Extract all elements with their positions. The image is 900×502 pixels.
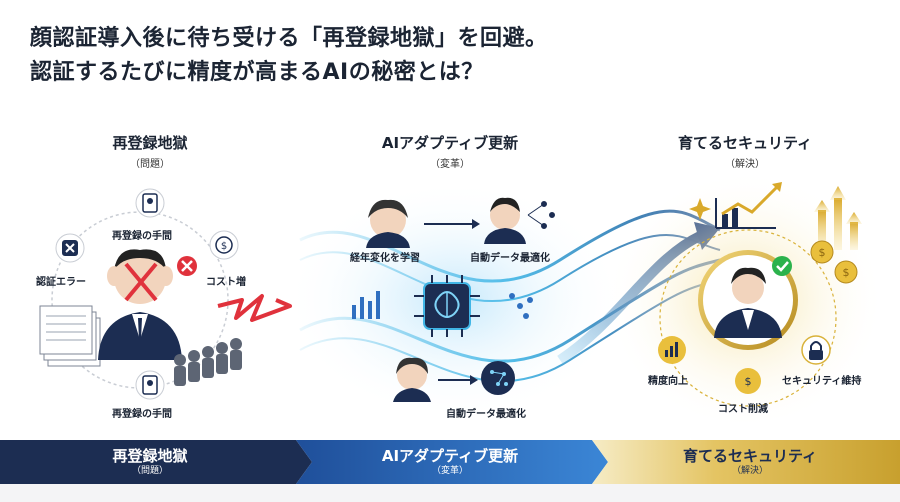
phase-change-sub: （変革） [431,466,468,476]
lightning-bolt-icon [217,294,292,322]
svg-text:$: $ [221,241,227,252]
ai-brain-chip-icon [414,275,480,337]
phase-problem-title: 再登録地獄 [112,447,188,465]
svg-text:$: $ [819,246,826,259]
label-aging-learning: 経年変化を学習 [350,253,420,264]
phase-change: AIアダプティブ更新 （変革） [300,440,600,484]
optimization-sphere-icon [481,361,515,395]
network-nodes-icon [527,201,555,229]
svg-text:$: $ [745,375,752,388]
change-title: AIアダプティブ更新 [381,134,519,152]
problem-subtitle: （問題） [130,159,170,170]
problem-title: 再登録地獄 [112,134,188,152]
id-card-icon-bottom [135,370,165,400]
phase-bar-background [0,440,900,484]
cost-reduction-badge-icon: $ [735,368,761,394]
gold-coins-icon: $ $ [810,240,858,284]
phase-solution: 育てるセキュリティ （解決） [600,440,900,484]
waiting-crowd-icon [174,338,242,386]
label-auth-error: 認証エラー [36,277,86,288]
label-cost-reduction: コスト削減 [718,404,768,415]
label-reregistration-top: 再登録の手間 [112,231,172,242]
data-dots-icon [509,293,533,319]
adaptive-ai-flow [285,180,721,420]
phase-change-title: AIアダプティブ更新 [381,447,519,465]
label-auto-optimization-top: 自動データ最適化 [470,253,550,264]
headline-line-2: 認証するたびに精度が高まるAIの秘密とは？ [30,60,484,85]
confident-businessman-avatar [698,250,798,350]
cost-coin-icon: $ [209,230,239,260]
older-woman-avatar [366,199,410,248]
label-auto-optimization-bottom: 自動データ最適化 [446,409,526,420]
phase-solution-sub: （解決） [731,466,768,476]
label-reregistration-bottom: 再登録の手間 [112,409,172,420]
trend-chart-icon [715,182,782,229]
data-bars-icon [352,291,380,319]
headline-line-1: 顔認証導入後に待ち受ける「再登録地獄」を回避。 [30,26,548,51]
gold-arrows-icon [814,186,862,250]
phase-bar: 再登録地獄 （問題） AIアダプティブ更新 （変革） 育てるセキュリティ （解決… [0,440,900,502]
red-x-badge-icon [177,256,197,276]
phase-problem: 再登録地獄 （問題） [0,440,300,484]
phase-problem-sub: （問題） [131,466,168,476]
label-cost-increase: コスト増 [206,277,246,288]
solution-title: 育てるセキュリティ [677,134,813,152]
woman-avatar [393,357,431,402]
problem-cycle: $ [39,188,292,400]
label-accuracy-improvement: 精度向上 [648,376,688,387]
svg-text:$: $ [843,266,850,279]
label-security-maintenance: セキュリティ維持 [782,376,862,387]
young-man-avatar [484,197,526,244]
verified-check-icon [772,256,792,276]
error-x-icon [55,233,85,263]
sparkle-icon [689,198,711,220]
footer-strip [0,484,900,502]
document-stack-icon [39,305,101,367]
solution-cycle: $ $ $ [605,170,885,430]
accuracy-chart-badge-icon [658,336,686,364]
headline: 顔認証導入後に待ち受ける「再登録地獄」を回避。 認証するたびに精度が高まるAIの… [30,22,548,90]
phase-solution-title: 育てるセキュリティ [682,447,818,465]
solution-subtitle: （解決） [725,159,765,170]
change-subtitle: （変革） [430,159,470,170]
stressed-person-icon [98,249,182,360]
id-card-icon-top [135,188,165,218]
lock-badge-icon [801,335,831,365]
